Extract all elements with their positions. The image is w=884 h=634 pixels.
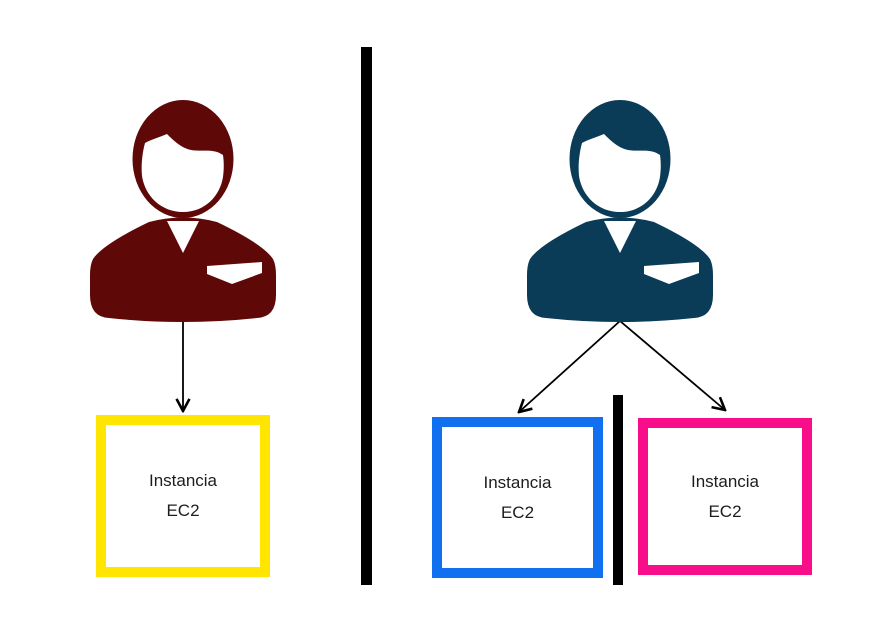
ec2-box-label: Instancia EC2 <box>148 471 218 520</box>
arrow-right-user-to-pink-box <box>619 320 725 410</box>
ec2-box-label: Instancia EC2 <box>690 471 760 521</box>
right-section-divider-bar <box>613 395 623 585</box>
right-user-icon <box>522 96 718 322</box>
ec2-instance-box-yellow: Instancia EC2 <box>96 415 270 577</box>
ec2-instance-box-pink: Instancia EC2 <box>638 418 812 575</box>
person-icon <box>90 100 276 322</box>
ec2-instance-box-blue: Instancia EC2 <box>432 417 603 578</box>
left-user-icon <box>85 96 281 322</box>
arrow-right-user-to-blue-box <box>519 320 621 412</box>
main-divider-bar <box>361 47 372 585</box>
person-icon <box>527 100 713 322</box>
ec2-box-label: Instancia EC2 <box>483 472 552 522</box>
